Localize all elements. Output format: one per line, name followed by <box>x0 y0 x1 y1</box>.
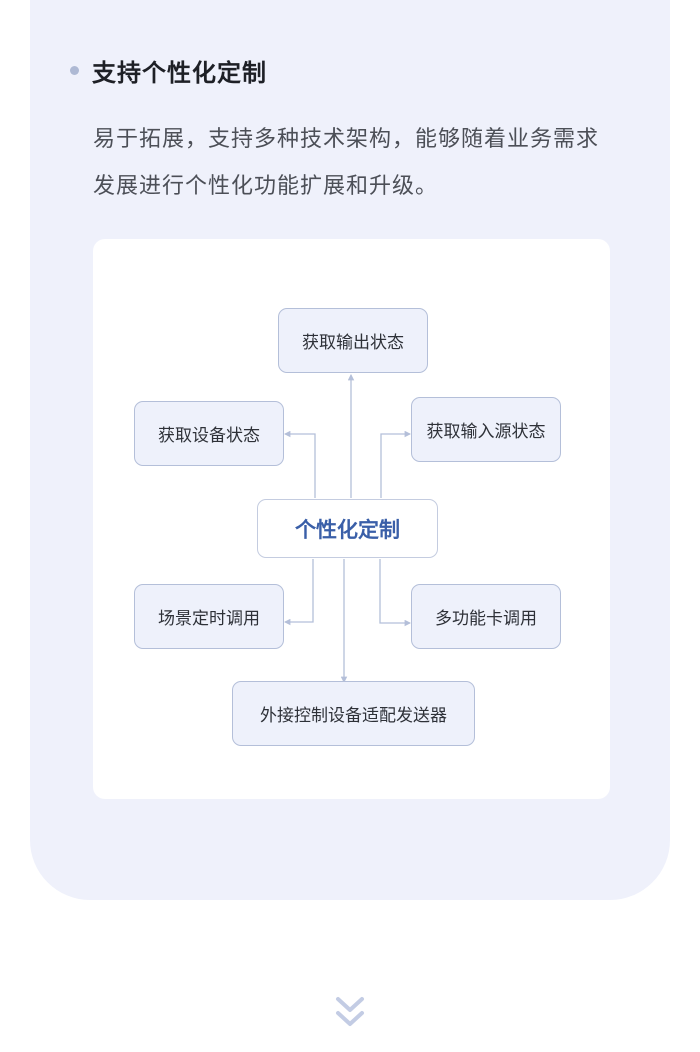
node-external-adapter: 外接控制设备适配发送器 <box>232 681 475 746</box>
connector-multi-function-card <box>379 559 412 627</box>
section-title: 支持个性化定制 <box>92 58 267 87</box>
connector-device-status <box>283 430 316 498</box>
connector-scene-timer <box>283 559 314 626</box>
description-line: 易于拓展，支持多种技术架构，能够随着业务需求 <box>93 127 600 152</box>
section-description: 易于拓展，支持多种技术架构，能够随着业务需求 发展进行个性化功能扩展和升级。 <box>93 116 623 210</box>
node-output-status: 获取输出状态 <box>278 308 428 373</box>
diagram-connectors <box>283 373 412 684</box>
double-chevron-down-icon <box>336 997 364 1026</box>
description-line: 发展进行个性化功能扩展和升级。 <box>93 174 439 199</box>
connector-input-source-status <box>380 430 412 498</box>
node-multi-function-card: 多功能卡调用 <box>411 584 561 649</box>
section-heading: 支持个性化定制 <box>70 52 267 88</box>
diagram-panel: 获取输出状态 获取设备状态 获取输入源状态 个性化定制 场景定时调用 多功能卡调… <box>93 239 610 799</box>
node-center: 个性化定制 <box>257 499 438 558</box>
node-input-source-status: 获取输入源状态 <box>411 397 561 462</box>
bullet-dot-icon <box>70 65 79 75</box>
node-scene-timer: 场景定时调用 <box>134 584 284 649</box>
node-device-status: 获取设备状态 <box>134 401 284 466</box>
